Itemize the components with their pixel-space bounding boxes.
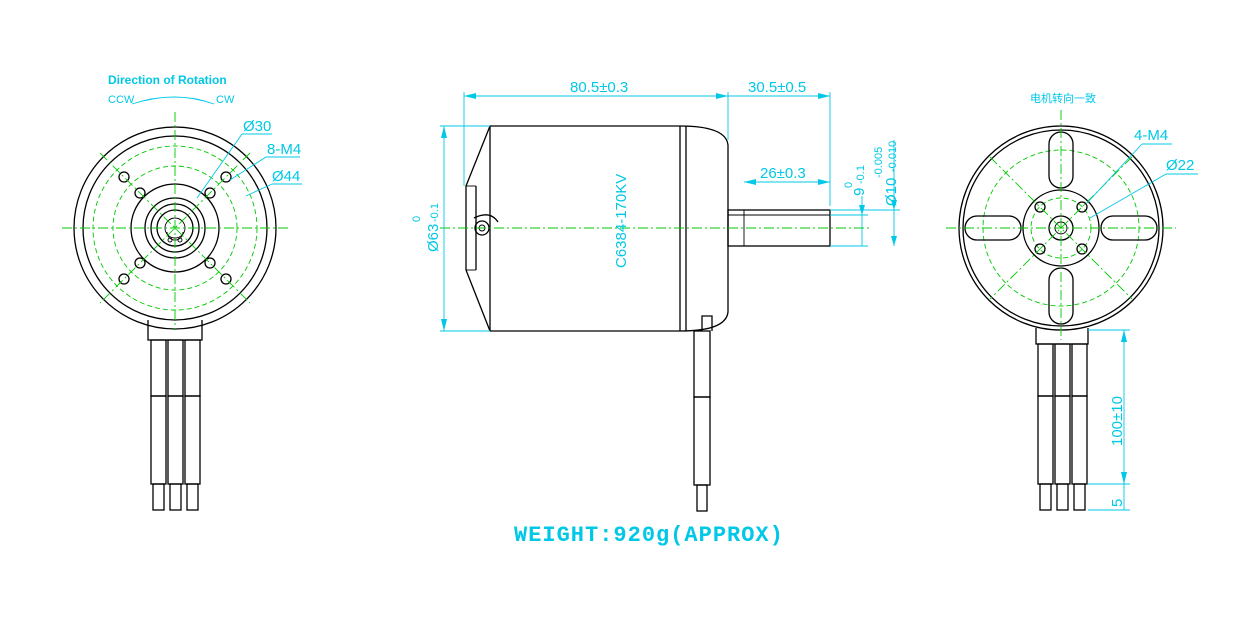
svg-text:0: 0 <box>843 182 855 188</box>
dim-shaft-exposed: 26±0.3 <box>760 165 806 182</box>
front-dim-8m4: 8-M4 <box>267 141 301 158</box>
front-mount-holes <box>118 171 232 285</box>
motor-body <box>489 125 729 332</box>
front-dim-30: Ø30 <box>243 118 271 135</box>
front-dim-44: Ø44 <box>272 168 300 185</box>
rear-dim-4m4: 4-M4 <box>1134 127 1168 144</box>
side-wire-lead <box>693 330 711 512</box>
dim-body-length: 80.5±0.3 <box>570 79 628 96</box>
rear-view: 电机转向一致 4-M4 Ø22 <box>946 91 1198 511</box>
side-view: C6384-170KV 80.5±0.3 30.5±0.5 26±0.3 9 0… <box>411 79 900 512</box>
rear-wire-leads <box>1037 343 1088 511</box>
svg-text:-0.1: -0.1 <box>429 203 441 222</box>
svg-text:-0.1: -0.1 <box>855 165 867 184</box>
motor-bell <box>465 125 491 332</box>
dim-shaft-length: 30.5±0.5 <box>748 79 806 96</box>
rear-dim-lead-length: 100±10 <box>1109 396 1126 446</box>
dim-flat: 9 <box>851 188 868 196</box>
dim-body-dia: Ø63 <box>425 224 442 252</box>
rear-mount-holes <box>1034 201 1088 255</box>
rear-dim-lead-end: 5 <box>1109 499 1126 507</box>
svg-text:-0.010: -0.010 <box>887 141 899 172</box>
model-label: C6384-170KV <box>613 174 630 268</box>
weight-label: WEIGHT:920g(APPROX) <box>514 523 784 548</box>
front-wire-leads <box>150 339 201 511</box>
rotation-direction-label: Direction of Rotation <box>108 73 227 87</box>
dim-shaft-dia: Ø10 <box>883 178 900 206</box>
rotation-arc <box>131 96 215 105</box>
cw-label: CW <box>216 94 235 106</box>
svg-text:0: 0 <box>411 216 423 222</box>
rear-dim-22: Ø22 <box>1166 157 1194 174</box>
rotation-note: 电机转向一致 <box>1030 91 1096 105</box>
front-view: Direction of Rotation CCW CW <box>62 73 302 511</box>
svg-text:-0.005: -0.005 <box>873 147 885 178</box>
ccw-label: CCW <box>108 94 135 106</box>
